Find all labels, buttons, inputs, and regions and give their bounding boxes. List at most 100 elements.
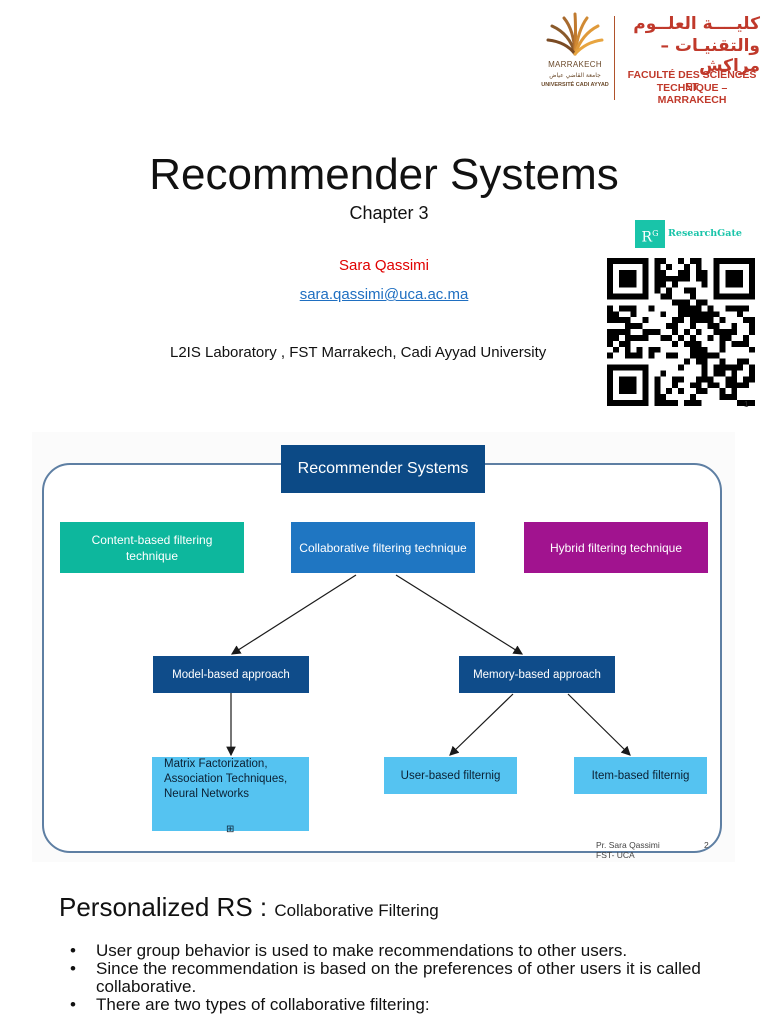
qr-module bbox=[636, 334, 643, 341]
bullet-item: User group behavior is used to make reco… bbox=[70, 942, 730, 961]
qr-code-icon[interactable] bbox=[606, 258, 756, 406]
qr-module bbox=[713, 323, 720, 330]
qr-module bbox=[678, 275, 684, 282]
qr-module bbox=[654, 258, 661, 264]
qr-module bbox=[707, 352, 714, 359]
logo-university-arabic: جامعة القاضي عياض bbox=[549, 72, 601, 79]
collaborative-node: Collaborative filtering technique bbox=[291, 522, 475, 573]
qr-module bbox=[660, 269, 667, 276]
qr-module bbox=[683, 269, 690, 276]
qr-module bbox=[672, 376, 679, 383]
researchgate-badge-letter: R bbox=[641, 229, 653, 246]
slide-footer: Pr. Sara Qassimi FST- UCA bbox=[596, 840, 660, 860]
qr-module bbox=[689, 323, 696, 330]
qr-module bbox=[630, 305, 637, 312]
qr-module bbox=[695, 305, 702, 312]
qr-module bbox=[695, 311, 702, 318]
researchgate-label[interactable]: ResearchGate bbox=[668, 228, 742, 239]
qr-module bbox=[624, 334, 631, 341]
qr-module bbox=[689, 352, 696, 359]
qr-module bbox=[672, 299, 679, 306]
model-leaf-node: Matrix Factorization, Association Techni… bbox=[152, 757, 309, 831]
qr-module bbox=[660, 394, 667, 401]
qr-module bbox=[672, 340, 679, 347]
qr-module bbox=[678, 388, 684, 395]
qr-module bbox=[707, 305, 714, 312]
qr-module bbox=[731, 323, 738, 330]
qr-module bbox=[707, 376, 714, 383]
qr-module bbox=[725, 394, 732, 401]
qr-module bbox=[731, 382, 738, 389]
qr-module bbox=[695, 388, 702, 395]
qr-module bbox=[654, 400, 661, 406]
hybrid-node: Hybrid filtering technique bbox=[524, 522, 708, 573]
qr-module bbox=[618, 329, 625, 335]
qr-module bbox=[683, 400, 690, 406]
qr-module bbox=[713, 370, 720, 377]
model-leaf-line: Matrix Factorization, bbox=[164, 758, 268, 770]
qr-module bbox=[660, 400, 667, 406]
qr-module bbox=[654, 269, 661, 276]
qr-module bbox=[678, 334, 684, 341]
qr-module bbox=[725, 329, 732, 335]
qr-module bbox=[672, 281, 679, 288]
qr-module bbox=[666, 400, 673, 406]
qr-module bbox=[624, 346, 631, 353]
qr-module bbox=[612, 334, 619, 341]
logo-arabic-line1: كليــــة العلــوم bbox=[633, 14, 760, 34]
qr-module bbox=[695, 376, 702, 383]
qr-module bbox=[689, 311, 696, 318]
qr-module bbox=[630, 323, 637, 330]
qr-module bbox=[719, 364, 726, 371]
slide-subtitle: Chapter 3 bbox=[349, 203, 429, 223]
qr-module bbox=[648, 305, 655, 312]
qr-module bbox=[749, 370, 755, 377]
qr-module bbox=[683, 275, 690, 282]
qr-module bbox=[618, 317, 625, 324]
qr-module bbox=[607, 329, 613, 335]
researchgate-icon[interactable]: RG bbox=[635, 220, 665, 248]
qr-module bbox=[630, 311, 637, 318]
qr-module bbox=[672, 382, 679, 389]
qr-module bbox=[678, 258, 684, 264]
qr-module bbox=[672, 352, 679, 359]
qr-module bbox=[713, 352, 720, 359]
user-based-node: User-based filternig bbox=[384, 757, 517, 794]
qr-module bbox=[678, 269, 684, 276]
qr-module bbox=[707, 317, 714, 324]
qr-module bbox=[618, 305, 625, 312]
footer-line1: Pr. Sara Qassimi bbox=[596, 840, 660, 850]
expand-plus-icon: ⊞ bbox=[226, 824, 235, 835]
qr-module bbox=[731, 370, 738, 377]
qr-module bbox=[648, 329, 655, 335]
qr-module bbox=[642, 317, 649, 324]
qr-module bbox=[719, 370, 726, 377]
qr-module bbox=[660, 293, 667, 300]
qr-module bbox=[743, 358, 750, 365]
qr-module bbox=[654, 394, 661, 401]
qr-module bbox=[678, 299, 684, 306]
qr-module bbox=[672, 317, 679, 324]
author-email-link[interactable]: sara.qassimi@uca.ac.ma bbox=[299, 286, 469, 303]
qr-module bbox=[701, 346, 708, 353]
qr-module bbox=[624, 352, 631, 359]
qr-module bbox=[713, 364, 720, 371]
qr-module bbox=[725, 382, 732, 389]
researchgate-badge-sup: G bbox=[652, 229, 659, 238]
qr-module bbox=[725, 364, 732, 371]
qr-module bbox=[689, 334, 696, 341]
qr-module bbox=[701, 311, 708, 318]
affiliation: L2IS Laboratory , FST Marrakech, Cadi Ay… bbox=[170, 344, 547, 361]
qr-module bbox=[695, 340, 702, 347]
model-leaf-line: Neural Networks bbox=[164, 788, 249, 800]
qr-module bbox=[719, 317, 726, 324]
qr-module bbox=[683, 299, 690, 306]
qr-module bbox=[678, 376, 684, 383]
qr-module bbox=[731, 376, 738, 383]
qr-module bbox=[654, 275, 661, 282]
qr-module bbox=[743, 317, 750, 324]
qr-module bbox=[618, 340, 625, 347]
qr-module bbox=[695, 299, 702, 306]
qr-module bbox=[749, 323, 755, 330]
qr-module bbox=[607, 311, 613, 318]
